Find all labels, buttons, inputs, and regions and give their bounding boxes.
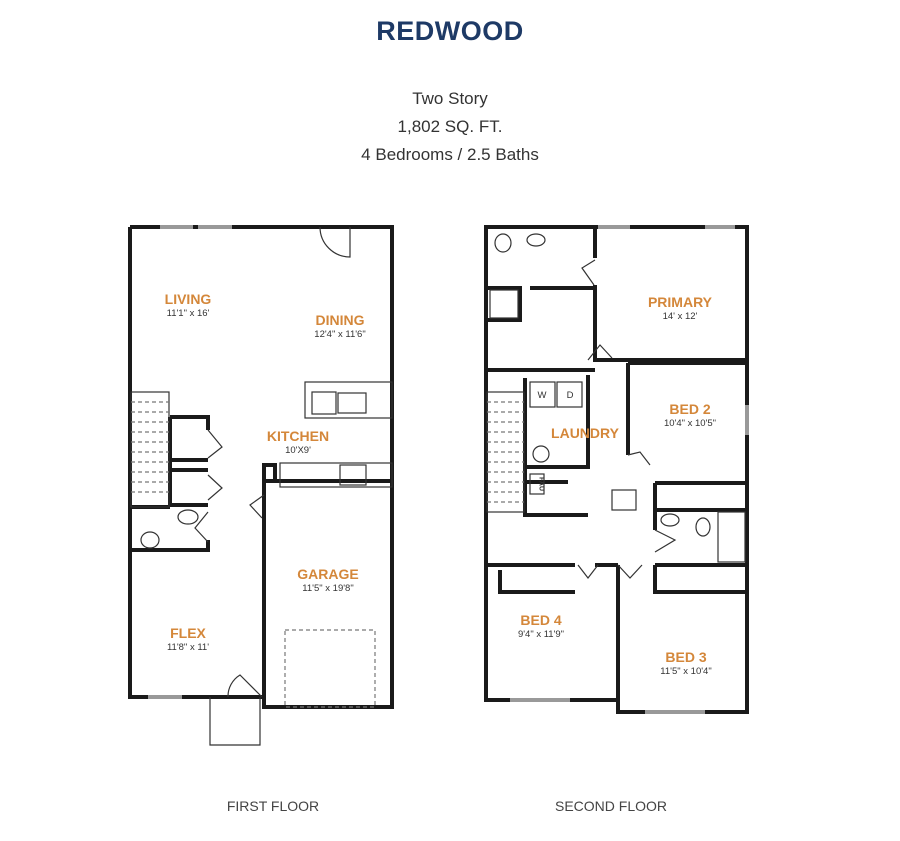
bath-sink bbox=[526, 233, 546, 247]
primary-bath-walls bbox=[486, 227, 747, 372]
garage-door-outline bbox=[284, 629, 376, 708]
plan-title: REDWOOD bbox=[376, 16, 524, 46]
room-size-bed-2: 10'4" x 10'5" bbox=[664, 418, 716, 429]
dishwasher bbox=[311, 391, 337, 415]
stairs bbox=[130, 391, 170, 508]
kitchen-sink bbox=[337, 392, 367, 414]
laundry-walls bbox=[523, 375, 590, 517]
kitchen-lower-counter bbox=[279, 462, 393, 488]
washer bbox=[529, 381, 556, 408]
toilet bbox=[494, 233, 512, 253]
room-label-primary: PRIMARY bbox=[648, 294, 713, 310]
room-label-laundry: LAUNDRY bbox=[551, 425, 620, 441]
second-floor-label: SECOND FLOOR bbox=[555, 798, 667, 814]
first-floor-label: FIRST FLOOR bbox=[227, 798, 319, 814]
room-size-dining: 12'4" x 11'6" bbox=[314, 329, 365, 340]
front-door-swing bbox=[319, 226, 351, 258]
front-porch bbox=[209, 697, 261, 746]
powder-sink bbox=[177, 509, 199, 525]
room-label-flex: FLEX bbox=[170, 625, 206, 641]
story-count: Two Story bbox=[412, 89, 488, 108]
room-size-bed-4: 9'4" x 11'9" bbox=[518, 629, 564, 640]
room-size-flex: 11'8" x 11' bbox=[167, 642, 209, 653]
fau-unit bbox=[529, 473, 545, 495]
room-label-kitchen: KITCHEN bbox=[267, 428, 329, 444]
stairs bbox=[486, 391, 525, 513]
kitchen-counter bbox=[304, 381, 393, 419]
garage-wall bbox=[262, 463, 392, 483]
second-floor-plan: W D FAU PRIMARY 14' x 12' BED 2 10'4" x … bbox=[484, 225, 749, 814]
dryer-label: D bbox=[567, 390, 574, 401]
room-size-living: 11'1" x 16' bbox=[167, 308, 210, 319]
room-size-bed-3: 11'5" x 10'4" bbox=[660, 666, 711, 677]
interior-doors bbox=[194, 429, 265, 543]
dryer bbox=[556, 381, 583, 408]
range-stove bbox=[339, 464, 367, 486]
closet-walls bbox=[130, 415, 210, 552]
attic-access bbox=[611, 489, 637, 511]
room-size-garage: 11'5" x 19'8" bbox=[302, 583, 353, 594]
bed-closet-walls bbox=[486, 563, 747, 712]
room-label-bed-2: BED 2 bbox=[669, 401, 710, 417]
bed-bath-count: 4 Bedrooms / 2.5 Baths bbox=[361, 145, 539, 164]
room-label-bed-3: BED 3 bbox=[665, 649, 706, 665]
square-footage: 1,802 SQ. FT. bbox=[397, 117, 503, 136]
first-floor-exterior-walls bbox=[128, 225, 394, 709]
hall-bath-toilet bbox=[695, 517, 711, 537]
room-label-dining: DINING bbox=[316, 312, 365, 328]
first-floor-plan: LIVING 11'1" x 16' DINING 12'4" x 11'6" … bbox=[128, 225, 394, 814]
powder-toilet bbox=[140, 531, 160, 549]
room-label-garage: GARAGE bbox=[297, 566, 358, 582]
fau-label: FAU bbox=[538, 477, 545, 491]
interior-doors bbox=[577, 259, 677, 579]
room-size-kitchen: 10'X9' bbox=[285, 445, 311, 456]
hall-bath-sink bbox=[660, 513, 680, 527]
bathtub bbox=[489, 289, 519, 319]
washer-label: W bbox=[538, 390, 547, 401]
bedroom-walls bbox=[626, 361, 747, 567]
hall-bathtub bbox=[717, 511, 746, 563]
room-label-bed-4: BED 4 bbox=[520, 612, 561, 628]
room-size-primary: 14' x 12' bbox=[663, 311, 698, 322]
entry-door-swing bbox=[227, 674, 263, 698]
room-label-living: LIVING bbox=[165, 291, 212, 307]
water-heater bbox=[532, 445, 550, 463]
